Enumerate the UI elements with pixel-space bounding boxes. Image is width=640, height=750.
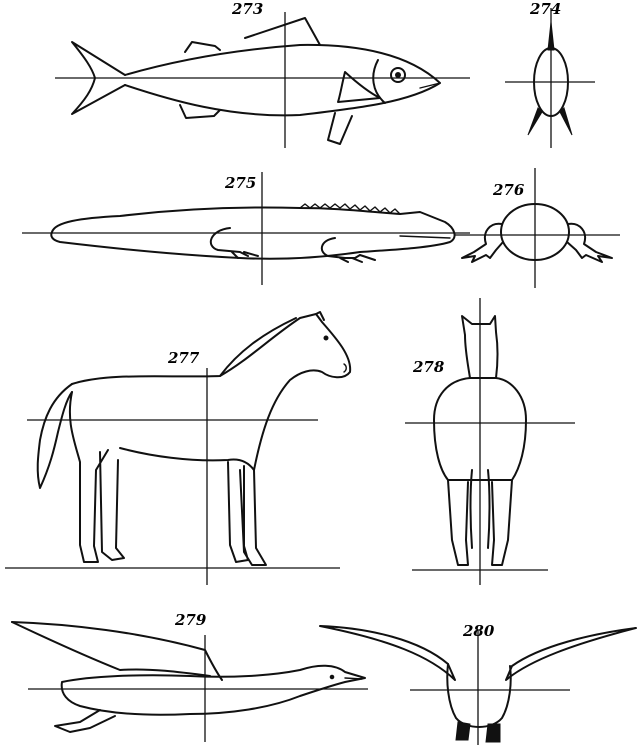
figure-label-275: 275 — [224, 174, 256, 192]
figure-275-crocodile-side: 275 — [22, 172, 470, 285]
horse-rear-left-leg — [447, 479, 469, 566]
fish-pelvic-fin — [327, 112, 353, 145]
figure-label-274: 274 — [529, 0, 561, 18]
horse-eye — [323, 335, 329, 341]
fish-tail — [71, 41, 126, 115]
crocodile-front-body — [500, 203, 570, 261]
bird-upper-wing — [11, 621, 223, 681]
fish-pupil — [395, 72, 401, 78]
bird-front-right-foot — [485, 723, 501, 743]
figure-label-278: 278 — [412, 358, 445, 376]
horse-body-outline — [71, 313, 352, 471]
figure-label-276: 276 — [492, 181, 525, 199]
figure-label-273: 273 — [231, 0, 263, 18]
crocodile-front-left-leg — [461, 222, 504, 263]
fish-front-right-fin — [559, 107, 573, 136]
figure-280-bird-front: 280 — [319, 622, 637, 745]
crocodile-front-right-leg — [566, 222, 613, 263]
bird-beak-line — [344, 677, 363, 680]
crocodile-hind-leg — [209, 227, 259, 259]
horse-hind-legs — [68, 391, 125, 563]
figure-277-horse-side: 277 — [5, 311, 352, 585]
horse-rear-tail — [469, 469, 491, 549]
horse-belly — [119, 447, 255, 471]
crocodile-body-outline — [50, 206, 456, 260]
fish-dorsal-fin-2 — [244, 17, 321, 46]
figure-274-fish-front: 274 — [505, 0, 595, 148]
fish-anal-fin — [179, 104, 221, 119]
horse-tail — [36, 383, 73, 489]
fish-gill-line — [372, 59, 386, 104]
bird-front-right-wing — [505, 627, 637, 681]
bird-lower-wing — [11, 621, 211, 677]
horse-front-legs — [227, 461, 267, 566]
fish-front-dorsal-fin — [547, 21, 555, 51]
horse-rear-right-leg — [491, 479, 513, 566]
figure-273-fish-side: 273 — [55, 0, 470, 148]
figure-278-horse-rear: 278 — [405, 298, 575, 585]
crocodile-front-leg — [320, 237, 376, 263]
bird-front-left-foot — [455, 721, 471, 741]
crocodile-back-ridge — [299, 203, 401, 215]
fish-pectoral-fin — [337, 71, 381, 103]
figure-label-280: 280 — [462, 622, 495, 640]
bird-front-left-wing — [319, 625, 456, 681]
figure-276-crocodile-front: 276 — [455, 168, 620, 288]
horse-ear — [315, 311, 325, 321]
fish-dorsal-fin — [184, 41, 221, 53]
bird-body-outline — [60, 664, 366, 716]
horse-mane — [219, 317, 297, 377]
fish-eye — [390, 67, 406, 83]
bird-front-body — [446, 663, 512, 728]
bird-feet — [54, 709, 116, 733]
crocodile-jaw — [399, 235, 451, 239]
figure-label-279: 279 — [174, 611, 207, 629]
figure-label-277: 277 — [167, 349, 200, 367]
horse-nostril — [343, 363, 347, 373]
figure-279-bird-side: 279 — [11, 611, 368, 742]
bird-eye — [329, 674, 335, 680]
fish-front-left-fin — [527, 107, 543, 136]
fish-mouth — [419, 82, 441, 89]
